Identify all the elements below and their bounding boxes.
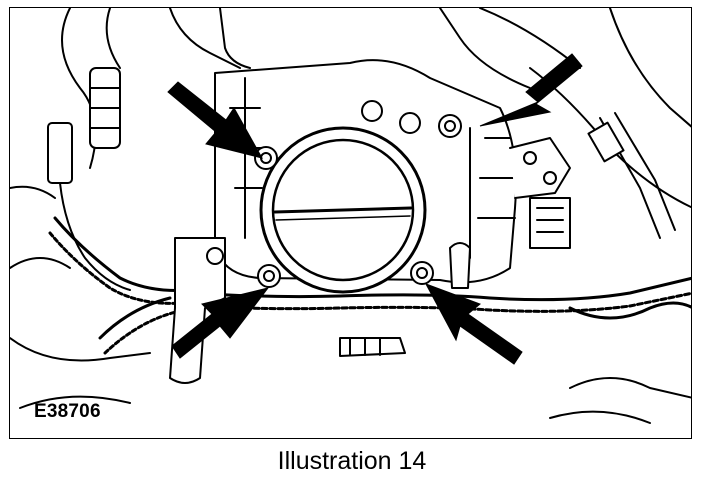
arrow-icon (167, 81, 264, 159)
throttle-body-drawing (10, 8, 691, 424)
arrow-icon (424, 283, 523, 365)
electrical-connector (47, 67, 131, 291)
wiring-harness (48, 216, 691, 355)
engine-background (10, 8, 691, 424)
illustration-caption: Illustration 14 (277, 447, 427, 475)
throttle-bore (259, 126, 427, 294)
arrow-icon (171, 287, 270, 359)
arrow-icon (479, 53, 583, 127)
right-pipe (587, 112, 676, 239)
illustration-frame: E38706 (9, 7, 692, 439)
mounting-bolts (182, 100, 557, 288)
vacuum-fitting (339, 242, 471, 357)
indicator-arrows (167, 53, 583, 365)
figure-id-label: E38706 (34, 401, 101, 422)
